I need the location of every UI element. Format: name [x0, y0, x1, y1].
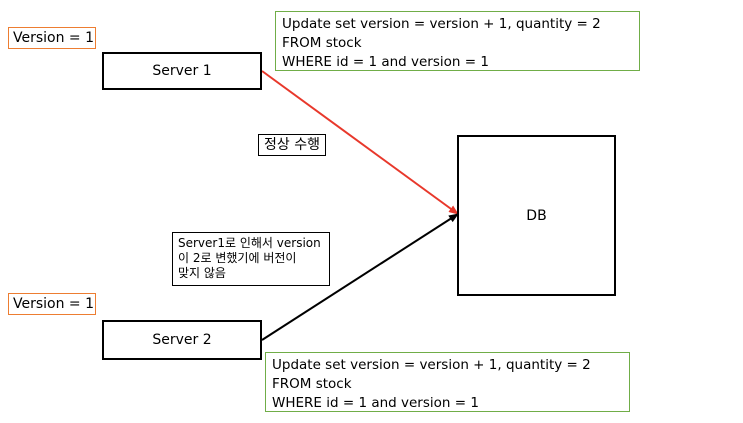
server2-name: Server 2: [152, 332, 212, 348]
server1-sql-line-2: FROM stock: [282, 35, 362, 51]
server1-sql-line-1: Update set version = version + 1, quanti…: [282, 16, 601, 32]
server2-box: Server 2: [102, 320, 262, 360]
note-line-3: 맞지 않음: [178, 266, 226, 280]
server2-sql-box: Update set version = version + 1, quanti…: [265, 352, 630, 412]
server1-sql-box: Update set version = version + 1, quanti…: [275, 11, 640, 71]
success-status-label: 정상 수행: [258, 134, 326, 156]
server2-sql-line-2: FROM stock: [272, 376, 352, 392]
server2-sql-line-1: Update set version = version + 1, quanti…: [272, 357, 591, 373]
server1-version-label: Version = 1: [8, 27, 96, 49]
server2-sql-line-3: WHERE id = 1 and version = 1: [272, 395, 479, 411]
version-mismatch-note: Server1로 인해서 version 이 2로 변했기에 버전이 맞지 않음: [172, 232, 330, 286]
server1-box: Server 1: [102, 52, 262, 90]
db-label: DB: [526, 207, 547, 224]
note-line-2: 이 2로 변했기에 버전이: [178, 251, 297, 265]
db-box: DB: [457, 135, 616, 296]
server2-version-label: Version = 1: [8, 293, 96, 315]
note-line-1: Server1로 인해서 version: [178, 236, 321, 250]
server1-to-db-arrow: [261, 70, 459, 215]
server1-sql-line-3: WHERE id = 1 and version = 1: [282, 54, 489, 70]
server2-to-db-arrow: [261, 213, 459, 341]
server1-name: Server 1: [152, 63, 212, 79]
